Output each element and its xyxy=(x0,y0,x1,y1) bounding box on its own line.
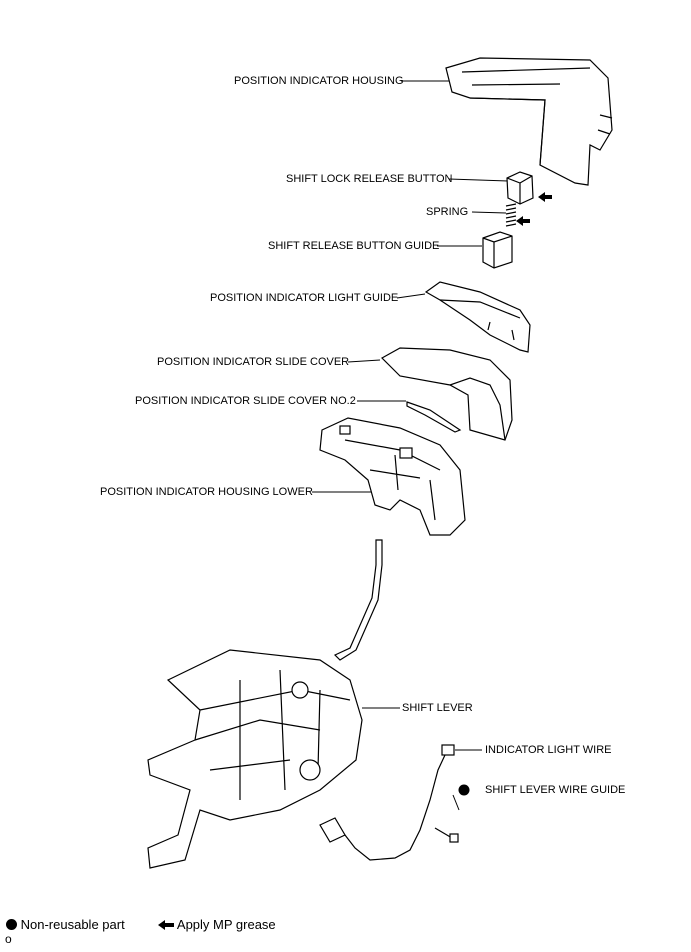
label-shift-lever: SHIFT LEVER xyxy=(402,702,473,714)
legend-apply-grease-text: Apply MP grease xyxy=(176,917,276,932)
leader-wire-guide xyxy=(452,794,460,811)
leader-spring xyxy=(471,211,507,214)
position-indicator-housing-part xyxy=(445,57,613,186)
label-position-indicator-light-guide: POSITION INDICATOR LIGHT GUIDE xyxy=(210,292,399,304)
label-shift-lock-release-button: SHIFT LOCK RELEASE BUTTON xyxy=(286,173,453,185)
leader-lock-button xyxy=(448,178,509,182)
position-indicator-slide-cover-no2-part xyxy=(406,401,462,433)
position-indicator-slide-cover-part xyxy=(381,347,513,441)
non-reusable-marker xyxy=(458,784,470,796)
label-position-indicator-slide-cover: POSITION INDICATOR SLIDE COVER xyxy=(157,356,350,368)
leader-slide-cover xyxy=(347,359,381,363)
shift-release-button-guide-part xyxy=(482,231,513,269)
grease-arrows xyxy=(516,192,552,226)
legend-non-reusable-text: Non-reusable part xyxy=(20,917,125,932)
label-position-indicator-slide-cover-no2: POSITION INDICATOR SLIDE COVER NO.2 xyxy=(135,395,356,407)
legend-non-reusable: Non-reusable part xyxy=(6,917,125,932)
indicator-light-wire-part xyxy=(319,744,455,861)
label-shift-release-button-guide: SHIFT RELEASE BUTTON GUIDE xyxy=(268,240,440,252)
label-spring: SPRING xyxy=(426,206,469,218)
shift-lever-part xyxy=(147,649,363,869)
legend-apply-grease: Apply MP grease xyxy=(158,917,276,932)
shift-lever-wire-guide-part xyxy=(434,827,459,843)
label-shift-lever-wire-guide: SHIFT LEVER WIRE GUIDE xyxy=(485,784,626,796)
position-indicator-light-guide-part xyxy=(424,281,531,353)
left-arrow-icon xyxy=(158,920,174,930)
shift-lever-rod xyxy=(333,539,383,661)
spring-part xyxy=(505,203,517,227)
shift-lock-release-button-part xyxy=(506,171,534,205)
leader-light-guide xyxy=(396,293,426,299)
label-position-indicator-housing-lower: POSITION INDICATOR HOUSING LOWER xyxy=(100,486,313,498)
filled-circle-icon xyxy=(6,919,17,930)
label-indicator-light-wire: INDICATOR LIGHT WIRE xyxy=(485,744,612,756)
label-position-indicator-housing: POSITION INDICATOR HOUSING xyxy=(234,75,404,87)
position-indicator-housing-lower-part xyxy=(319,417,466,536)
corner-mark: o xyxy=(5,932,12,946)
